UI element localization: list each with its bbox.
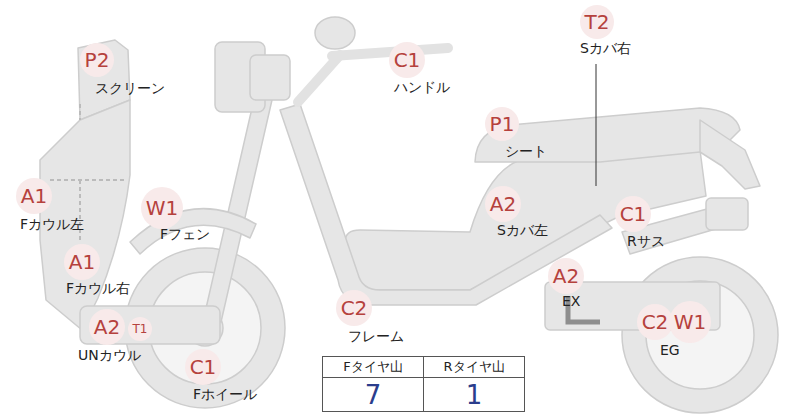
part-name: フレーム [348,328,404,345]
callout-circle: W1Fフェン [141,187,183,229]
front-cowl [40,100,130,330]
panel-line [79,104,81,120]
callout-circle: P1シート [485,107,519,141]
callout-code: A1 [69,252,95,272]
panel-line [50,179,124,181]
callout-code: A2 [553,266,579,286]
leader-line [596,64,597,186]
callout-circle: A1Fカウル右 [64,244,100,280]
table-value: 7 [322,377,424,412]
part-name: EG [660,342,680,359]
callout-code: P1 [490,114,515,134]
part-name: Sカバ左 [497,222,548,239]
callout-code: A2 [490,194,516,214]
table-header: Rタイヤ山 [423,356,525,378]
callout-code: C1 [620,204,647,224]
callout-code: W1 [146,198,179,218]
rear-shock-top [706,198,748,230]
callout-circle: A2Sカバ左 [485,186,521,222]
callout-circle: C1Rサス [615,196,651,232]
callout-code: T1 [133,323,148,335]
front-fork [204,95,272,322]
part-name: Fフェン [160,226,210,243]
callout-circle: W1 [669,301,711,343]
table-value: 1 [423,377,525,412]
under-cowl [80,306,220,344]
part-name: UNカウル [78,347,141,364]
part-name: Fカウル右 [66,280,130,297]
callout-code: T2 [585,12,610,32]
callout-code: C2 [341,298,368,318]
part-name: ハンドル [394,79,450,96]
callout-circle: C2EG [637,304,673,340]
part-name: Rサス [627,233,665,250]
callout-code: C1 [190,357,217,377]
callout-circle: T1 [128,317,152,341]
callout-code: A1 [21,186,47,206]
callout-code: C1 [394,50,421,70]
callout-code: A2 [94,317,120,337]
part-name: スクリーン [95,80,165,97]
callout-circle: A1Fカウル左 [16,178,52,214]
tail-shape [700,120,760,189]
callout-circle: P2スクリーン [80,43,114,77]
callout-circle: A2UNカウル [89,309,125,345]
part-name: EX [562,293,580,310]
callout-circle: C2フレーム [336,290,372,326]
callout-circle: A2EX [548,258,584,294]
part-name: Fホイール [193,386,257,403]
part-name: シート [505,143,547,160]
callout-circle: C1ハンドル [389,42,425,78]
part-name: Sカバ右 [580,40,631,57]
handle-stem [298,55,340,102]
callout-code: C2 [642,312,669,332]
rear-wheel [622,257,778,413]
callout-code: P2 [85,50,110,70]
callout-code: W1 [674,312,707,332]
mirror-shape [315,17,355,49]
callout-circle: C1Fホイール [185,349,221,385]
table-header: Fタイヤ山 [322,356,424,378]
callout-circle: T2Sカバ右 [580,5,614,39]
headlight-lamp [250,55,290,100]
part-name: Fカウル左 [20,216,84,233]
